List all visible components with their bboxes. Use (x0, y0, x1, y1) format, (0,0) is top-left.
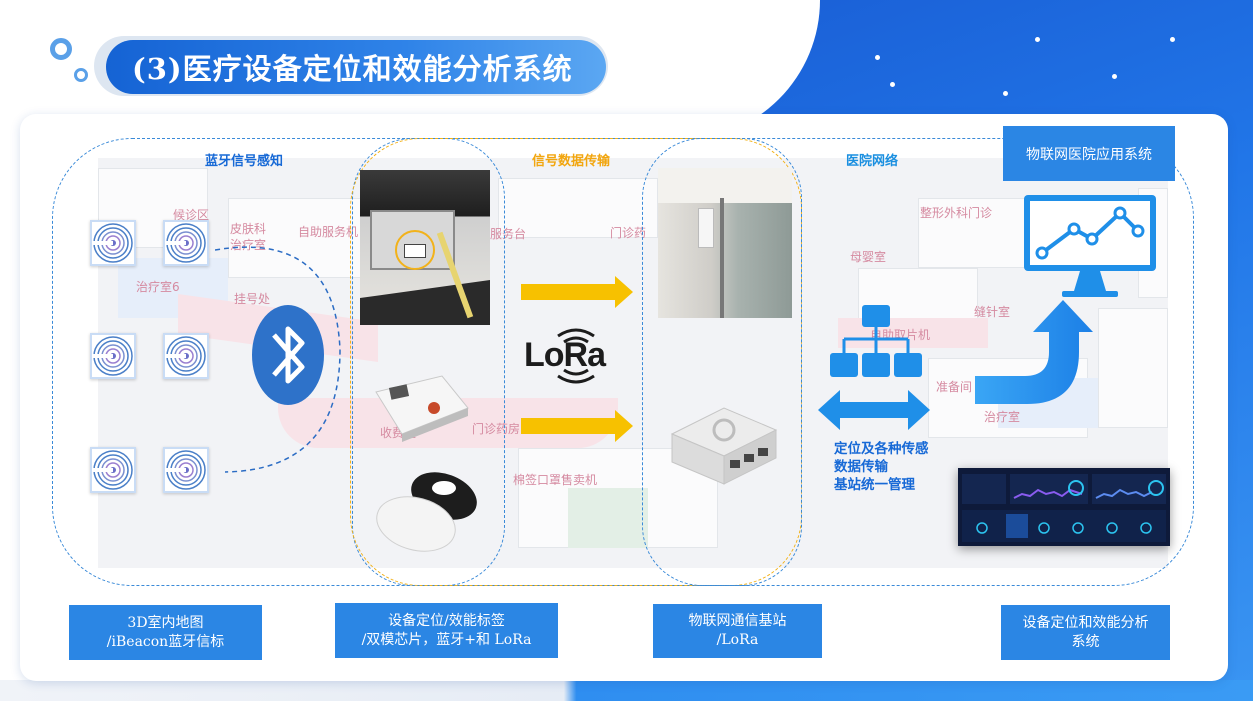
device-tag-pebbles (376, 472, 477, 552)
label-line: /LoRa (716, 632, 759, 648)
label-line: /iBeacon蓝牙信标 (106, 633, 225, 650)
label-line: 3D室内地图 (127, 614, 204, 631)
background-bottom-strip (0, 680, 1253, 701)
bluetooth-icon (252, 305, 324, 405)
label-line: 设备定位/效能标签 (388, 612, 505, 629)
data-flow-arrow-bottom (521, 410, 633, 442)
map-label: 门诊药房 (472, 422, 521, 436)
label-device-tag: 设备定位/效能标签 /双模芯片，蓝牙+和 LoRa (335, 603, 558, 658)
map-label: 皮肤科 (230, 222, 267, 236)
label-line: 物联网通信基站 (688, 613, 787, 629)
map-label: 治疗室 (984, 410, 1021, 424)
label-analysis-system: 设备定位和效能分析 系统 (1001, 605, 1170, 660)
label-3d-map-ibeacon: 3D室内地图 /iBeacon蓝牙信标 (69, 605, 262, 660)
ibeacon-icon (90, 333, 136, 379)
indoor-3d-map: 候诊区 皮肤科 治疗室 治疗室6 挂号处 自助服务机 服务台 门诊药 整形外科门… (98, 158, 1168, 568)
star-decoration (1003, 91, 1008, 96)
star-decoration (1112, 74, 1117, 79)
base-station-region (642, 138, 802, 586)
map-label: 整形外科门诊 (920, 206, 993, 220)
bluetooth-signal-arc (215, 246, 341, 473)
analytics-dashboard-thumbnail (958, 468, 1170, 546)
bidirectional-arrow-icon (818, 390, 930, 430)
star-decoration (1170, 37, 1175, 42)
label-line: 设备定位和效能分析 (1022, 614, 1149, 631)
star-decoration (1035, 37, 1040, 42)
network-text-line: 基站统一管理 (834, 477, 915, 493)
iot-hospital-app-box: 物联网医院应用系统 (1003, 126, 1175, 181)
ibeacon-icon (90, 447, 136, 493)
region-title-bluetooth: 蓝牙信号感知 (205, 154, 284, 169)
star-decoration (890, 82, 895, 87)
map-label: 棉签口罩售卖机 (513, 473, 598, 487)
map-label: 自助服务机 (298, 225, 359, 239)
org-chart-icon (830, 305, 922, 377)
map-label: 服务台 (490, 227, 527, 241)
lora-logo-text: LoRa (524, 336, 606, 374)
map-label: 治疗室 (230, 238, 267, 252)
ibeacon-icon (163, 447, 209, 493)
device-tag-card (375, 375, 469, 442)
map-label: 候诊区 (173, 208, 210, 222)
ibeacon-icon (163, 333, 209, 379)
lora-logo: LoRa (524, 322, 644, 390)
label-line: 系统 (1071, 633, 1100, 650)
device-photo-installed-tag (360, 170, 490, 325)
ibeacon-icon (163, 220, 209, 266)
map-label: 缝针室 (974, 305, 1011, 319)
data-flow-arrow-top (521, 276, 633, 308)
base-station-photo (658, 168, 792, 318)
map-label: 母婴室 (850, 250, 887, 264)
region-title-signal: 信号数据传输 (532, 154, 611, 169)
star-decoration (875, 55, 880, 60)
map-label: 门诊药 (610, 226, 647, 240)
page-title: (3)医疗设备定位和效能分析系统 (106, 40, 606, 94)
ibeacon-icon (90, 220, 136, 266)
network-text-line: 定位及各种传感 (834, 441, 929, 457)
monitor-chart-icon (1024, 195, 1156, 297)
lora-gateway-device (670, 407, 778, 485)
star-decoration (775, 46, 780, 51)
label-line: /双模芯片，蓝牙+和 LoRa (361, 631, 532, 648)
map-label: 治疗室6 (136, 280, 180, 294)
network-text-line: 数据传输 (834, 459, 888, 475)
curved-arrow-icon (975, 300, 1093, 404)
map-label: 挂号处 (234, 292, 271, 306)
label-base-station: 物联网通信基站 /LoRa (653, 604, 822, 658)
network-description: 定位及各种传感 数据传输 基站统一管理 (834, 440, 929, 494)
region-title-network: 医院网络 (846, 154, 899, 169)
map-label: 准备间 (936, 380, 973, 394)
